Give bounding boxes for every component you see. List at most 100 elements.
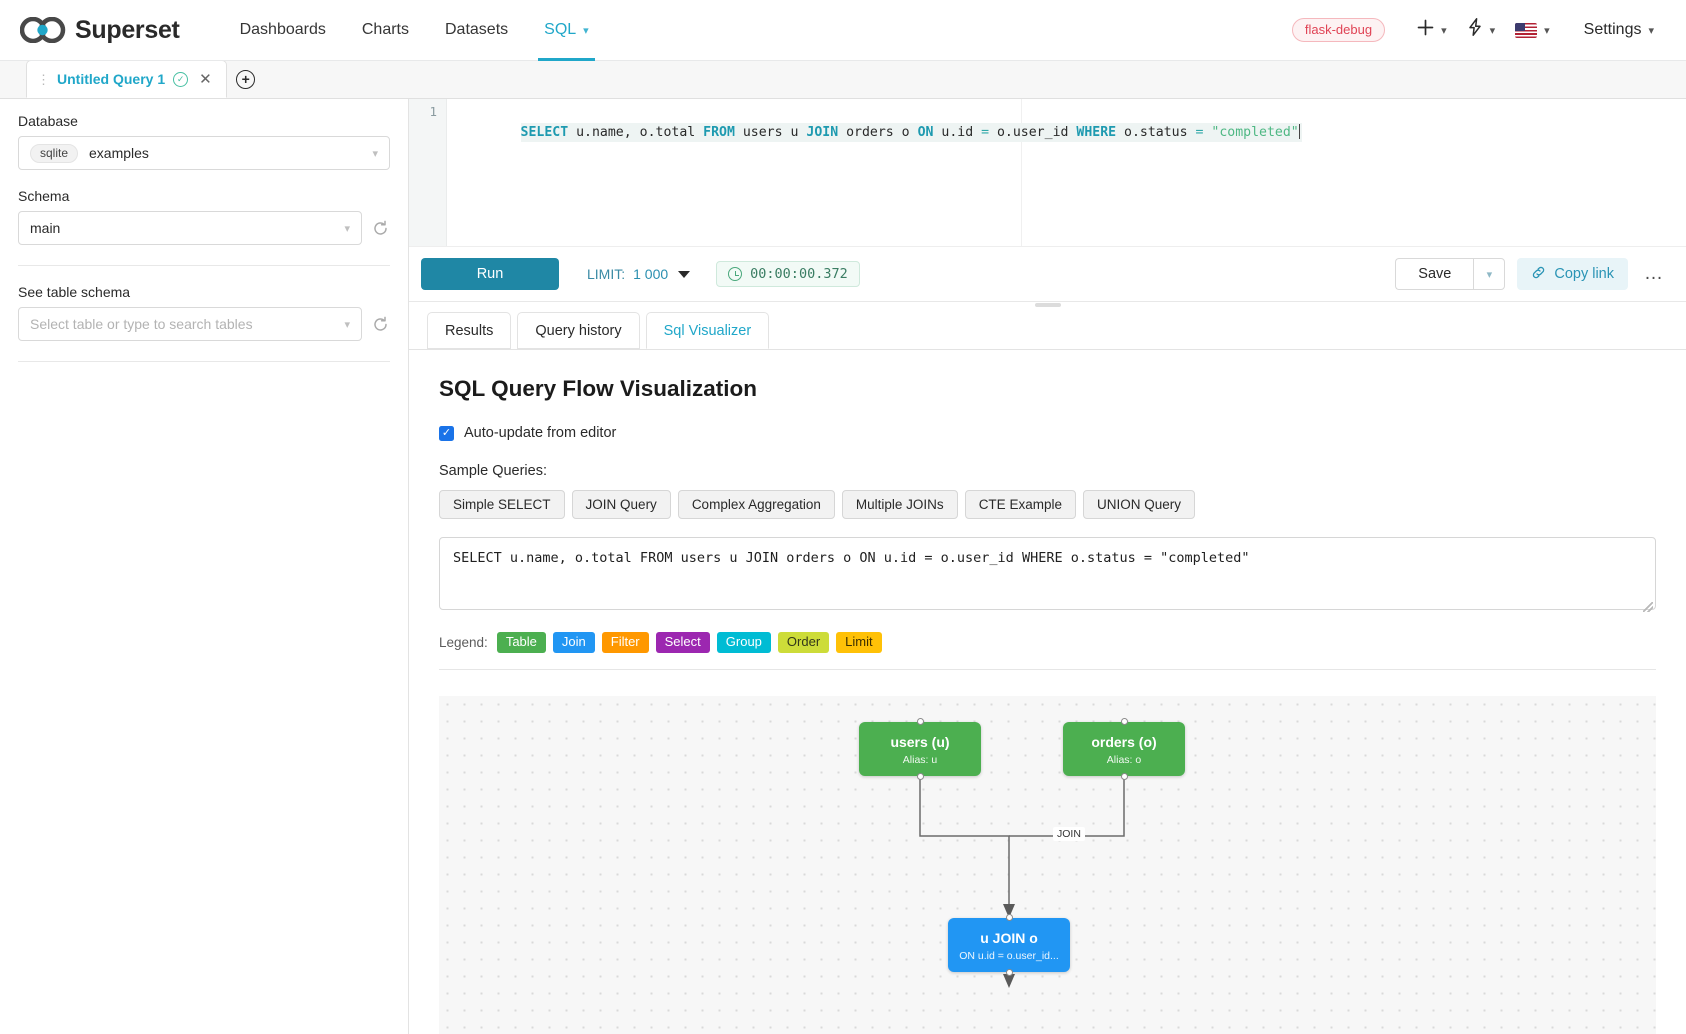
schema-select-value: main	[30, 220, 61, 236]
sample-button-multiple-joins[interactable]: Multiple JOINs	[841, 490, 958, 519]
panel-divider-2	[18, 361, 390, 362]
editor-and-results-pane: 1 SELECT u.name, o.total FROM users u JO…	[409, 99, 1686, 1034]
brand-logo-group[interactable]: Superset	[19, 15, 180, 45]
copy-link-label: Copy link	[1554, 266, 1614, 282]
limit-dropdown[interactable]: LIMIT: 1 000	[587, 266, 691, 282]
editor-print-margin	[1021, 99, 1022, 246]
legend-chip-table: Table	[496, 632, 546, 654]
editor-toolbar: Run LIMIT: 1 000 00:00:00.372 Save ▾	[409, 247, 1686, 307]
sample-button-complex-aggregation[interactable]: Complex Aggregation	[677, 490, 835, 519]
sql-token-kw-select: SELECT	[520, 125, 569, 140]
query-tab-untitled-query-1[interactable]: ⋮ Untitled Query 1 ✓ ✕	[26, 60, 227, 98]
sample-query-buttons: Simple SELECT JOIN Query Complex Aggrega…	[439, 490, 1656, 519]
page-title: SQL Query Flow Visualization	[439, 376, 757, 401]
more-options-icon[interactable]: …	[1644, 263, 1664, 284]
schema-label: Schema	[18, 188, 70, 204]
sql-token-string-completed: "completed"	[1211, 125, 1299, 140]
legend-chip-order: Order	[777, 632, 830, 654]
quick-actions-button[interactable]: ▾	[1457, 10, 1506, 50]
database-engine-pill: sqlite	[30, 143, 79, 163]
check-glyph: ✓	[176, 73, 185, 84]
sql-code-line: SELECT u.name, o.total FROM users u JOIN…	[520, 123, 1302, 142]
database-label: Database	[18, 113, 78, 129]
database-select[interactable]: sqlite examples ▾	[18, 136, 390, 170]
sql-token-kw-join: JOIN	[806, 125, 839, 140]
sample-button-simple-select[interactable]: Simple SELECT	[439, 490, 565, 519]
legend-chip-limit: Limit	[836, 632, 882, 654]
tab-query-history[interactable]: Query history	[517, 312, 640, 349]
flow-node-join[interactable]: u JOIN o ON u.id = o.user_id...	[948, 914, 1070, 977]
tab-results[interactable]: Results	[427, 312, 512, 349]
superset-logo-icon	[19, 16, 66, 44]
nav-link-sql-label: SQL	[544, 21, 577, 38]
sample-button-union-query[interactable]: UNION Query	[1082, 490, 1195, 519]
table-search-select[interactable]: Select table or type to search tables ▾	[18, 307, 362, 341]
success-check-icon: ✓	[173, 71, 189, 87]
flow-edges	[919, 778, 1125, 989]
refresh-schemas-icon[interactable]	[371, 219, 390, 238]
limit-label: LIMIT:	[587, 266, 626, 282]
chevron-down-icon: ▾	[1489, 24, 1496, 37]
chevron-down-icon: ▾	[583, 24, 589, 37]
editor-resize-handle[interactable]	[1034, 303, 1061, 307]
chevron-down-icon: ▾	[372, 147, 378, 160]
brand-name: Superset	[75, 15, 180, 44]
nav-link-sql[interactable]: SQL ▾	[526, 0, 607, 61]
text-cursor	[1298, 124, 1300, 139]
query-textarea-wrap	[439, 537, 1656, 615]
nav-link-charts-label: Charts	[361, 21, 409, 38]
sample-button-join-query[interactable]: JOIN Query	[571, 490, 671, 519]
legend-chip-filter: Filter	[601, 632, 649, 654]
settings-menu[interactable]: Settings ▾	[1560, 10, 1664, 50]
query-flow-canvas[interactable]: JOIN users (u) Alias: u orders (o) Alias…	[439, 696, 1656, 1034]
node-port-bottom	[1120, 773, 1128, 781]
schema-field-row: main ▾	[18, 211, 390, 245]
link-icon	[1531, 265, 1546, 284]
nav-link-datasets[interactable]: Datasets	[427, 0, 526, 61]
plus-circle-icon: +	[236, 69, 256, 89]
flow-node-users[interactable]: users (u) Alias: u	[859, 718, 981, 781]
language-picker[interactable]: ▾	[1505, 10, 1560, 50]
drag-grip-icon[interactable]: ⋮	[37, 71, 50, 87]
schema-select[interactable]: main ▾	[18, 211, 362, 245]
nav-link-datasets-label: Datasets	[445, 21, 509, 38]
plus-glyph: +	[241, 71, 250, 87]
nav-link-charts[interactable]: Charts	[344, 0, 427, 61]
query-tab-label: Untitled Query 1	[57, 71, 166, 87]
flow-node-join-title: u JOIN o	[980, 929, 1038, 946]
sample-queries-label: Sample Queries:	[439, 463, 547, 479]
flow-node-users-subtitle: Alias: u	[902, 753, 938, 766]
flow-node-orders-title: orders (o)	[1091, 733, 1157, 750]
nav-link-dashboards[interactable]: Dashboards	[222, 0, 344, 61]
clock-icon	[728, 267, 743, 281]
sql-token-cols: u.name, o.total	[568, 125, 704, 140]
save-dropdown-button[interactable]: ▾	[1473, 258, 1506, 290]
sql-token-userid: o.user_id	[989, 125, 1077, 140]
save-button[interactable]: Save	[1395, 258, 1474, 290]
run-button[interactable]: Run	[421, 258, 559, 290]
new-item-button[interactable]: ▾	[1407, 10, 1457, 50]
sample-button-cte-example[interactable]: CTE Example	[964, 490, 1076, 519]
node-port-top	[1005, 914, 1013, 922]
nav-link-dashboards-label: Dashboards	[239, 21, 326, 38]
legend-chip-select: Select	[655, 632, 710, 654]
legend: Legend: Table Join Filter Select Group O…	[439, 632, 1656, 671]
query-textarea[interactable]	[439, 537, 1656, 610]
sql-token-op-eq2: =	[1195, 125, 1204, 140]
sql-token-kw-where: WHERE	[1076, 125, 1117, 140]
sql-token-kw-on: ON	[917, 125, 934, 140]
auto-update-checkbox[interactable]: ✓	[439, 425, 454, 441]
flow-node-orders-subtitle: Alias: o	[1106, 753, 1142, 766]
tab-sql-visualizer[interactable]: Sql Visualizer	[645, 312, 770, 349]
table-field-row: Select table or type to search tables ▾	[18, 307, 390, 341]
add-query-tab-button[interactable]: +	[227, 60, 265, 98]
editor-code-area[interactable]: SELECT u.name, o.total FROM users u JOIN…	[447, 99, 1686, 246]
status-badge: flask-debug	[1291, 18, 1386, 42]
refresh-tables-icon[interactable]	[371, 315, 390, 334]
close-icon[interactable]: ✕	[199, 71, 212, 88]
flow-node-orders[interactable]: orders (o) Alias: o	[1063, 718, 1185, 781]
copy-link-button[interactable]: Copy link	[1517, 258, 1628, 290]
sql-editor[interactable]: 1 SELECT u.name, o.total FROM users u JO…	[409, 99, 1686, 247]
bolt-icon	[1467, 18, 1483, 42]
editor-gutter: 1	[409, 99, 447, 246]
